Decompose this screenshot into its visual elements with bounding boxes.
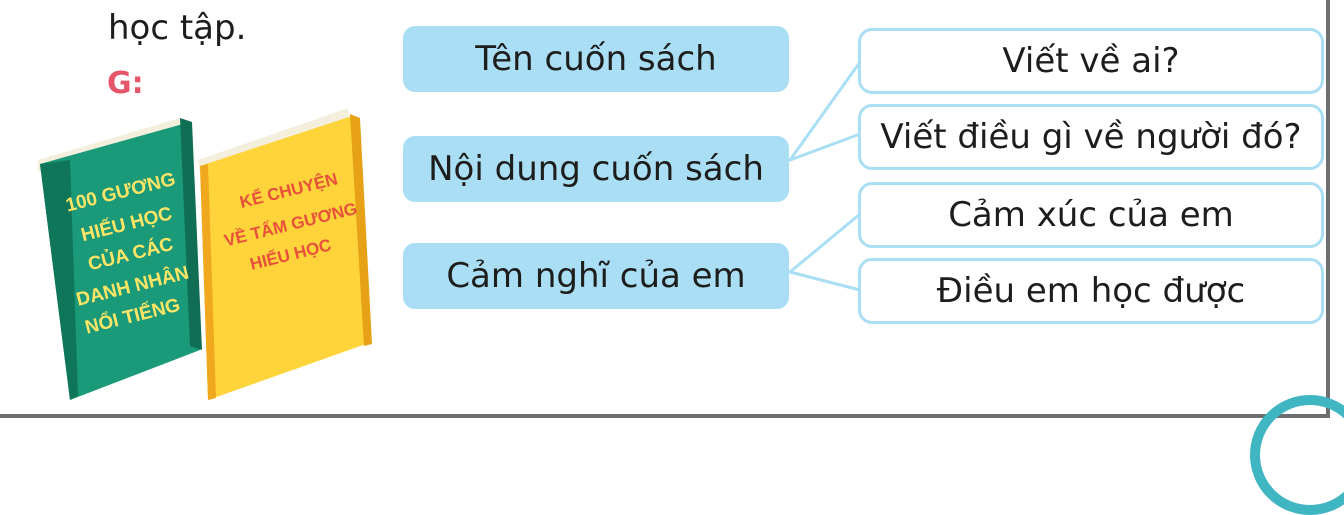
sub-box-what: Viết điều gì về người đó?	[858, 104, 1324, 170]
diagram-connectors	[785, 61, 862, 292]
sub-box-who: Viết về ai?	[858, 28, 1324, 94]
sub-box-label: Viết về ai?	[1002, 41, 1180, 81]
hint-label: G:	[107, 66, 144, 101]
frame-border-bottom	[0, 414, 1330, 418]
sub-box-label: Điều em học được	[936, 271, 1246, 311]
book-green: 100 GƯƠNG HIẾU HỌC CỦA CÁC DANH NHÂN NỔI…	[38, 118, 202, 400]
connector-content	[785, 61, 862, 164]
main-box-label: Cảm nghĩ của em	[446, 256, 746, 296]
book-yellow: KỂ CHUYỆN VỀ TẤM GƯƠNG HIẾU HỌC	[198, 108, 372, 400]
intro-text: học tập.	[108, 8, 247, 48]
sub-box-emotions: Cảm xúc của em	[858, 182, 1324, 248]
main-box-label: Nội dung cuốn sách	[428, 149, 764, 189]
books-illustration: 100 GƯƠNG HIẾU HỌC CỦA CÁC DANH NHÂN NỔI…	[38, 108, 372, 400]
main-box-feelings: Cảm nghĩ của em	[403, 243, 789, 309]
connector-feelings	[786, 212, 861, 292]
sub-box-label: Viết điều gì về người đó?	[880, 117, 1302, 157]
main-box-label: Tên cuốn sách	[475, 39, 717, 79]
sub-box-learned: Điều em học được	[858, 258, 1324, 324]
sub-box-label: Cảm xúc của em	[948, 195, 1234, 235]
main-box-book-title: Tên cuốn sách	[403, 26, 789, 92]
frame-border-right	[1326, 0, 1330, 418]
main-box-book-content: Nội dung cuốn sách	[403, 136, 789, 202]
